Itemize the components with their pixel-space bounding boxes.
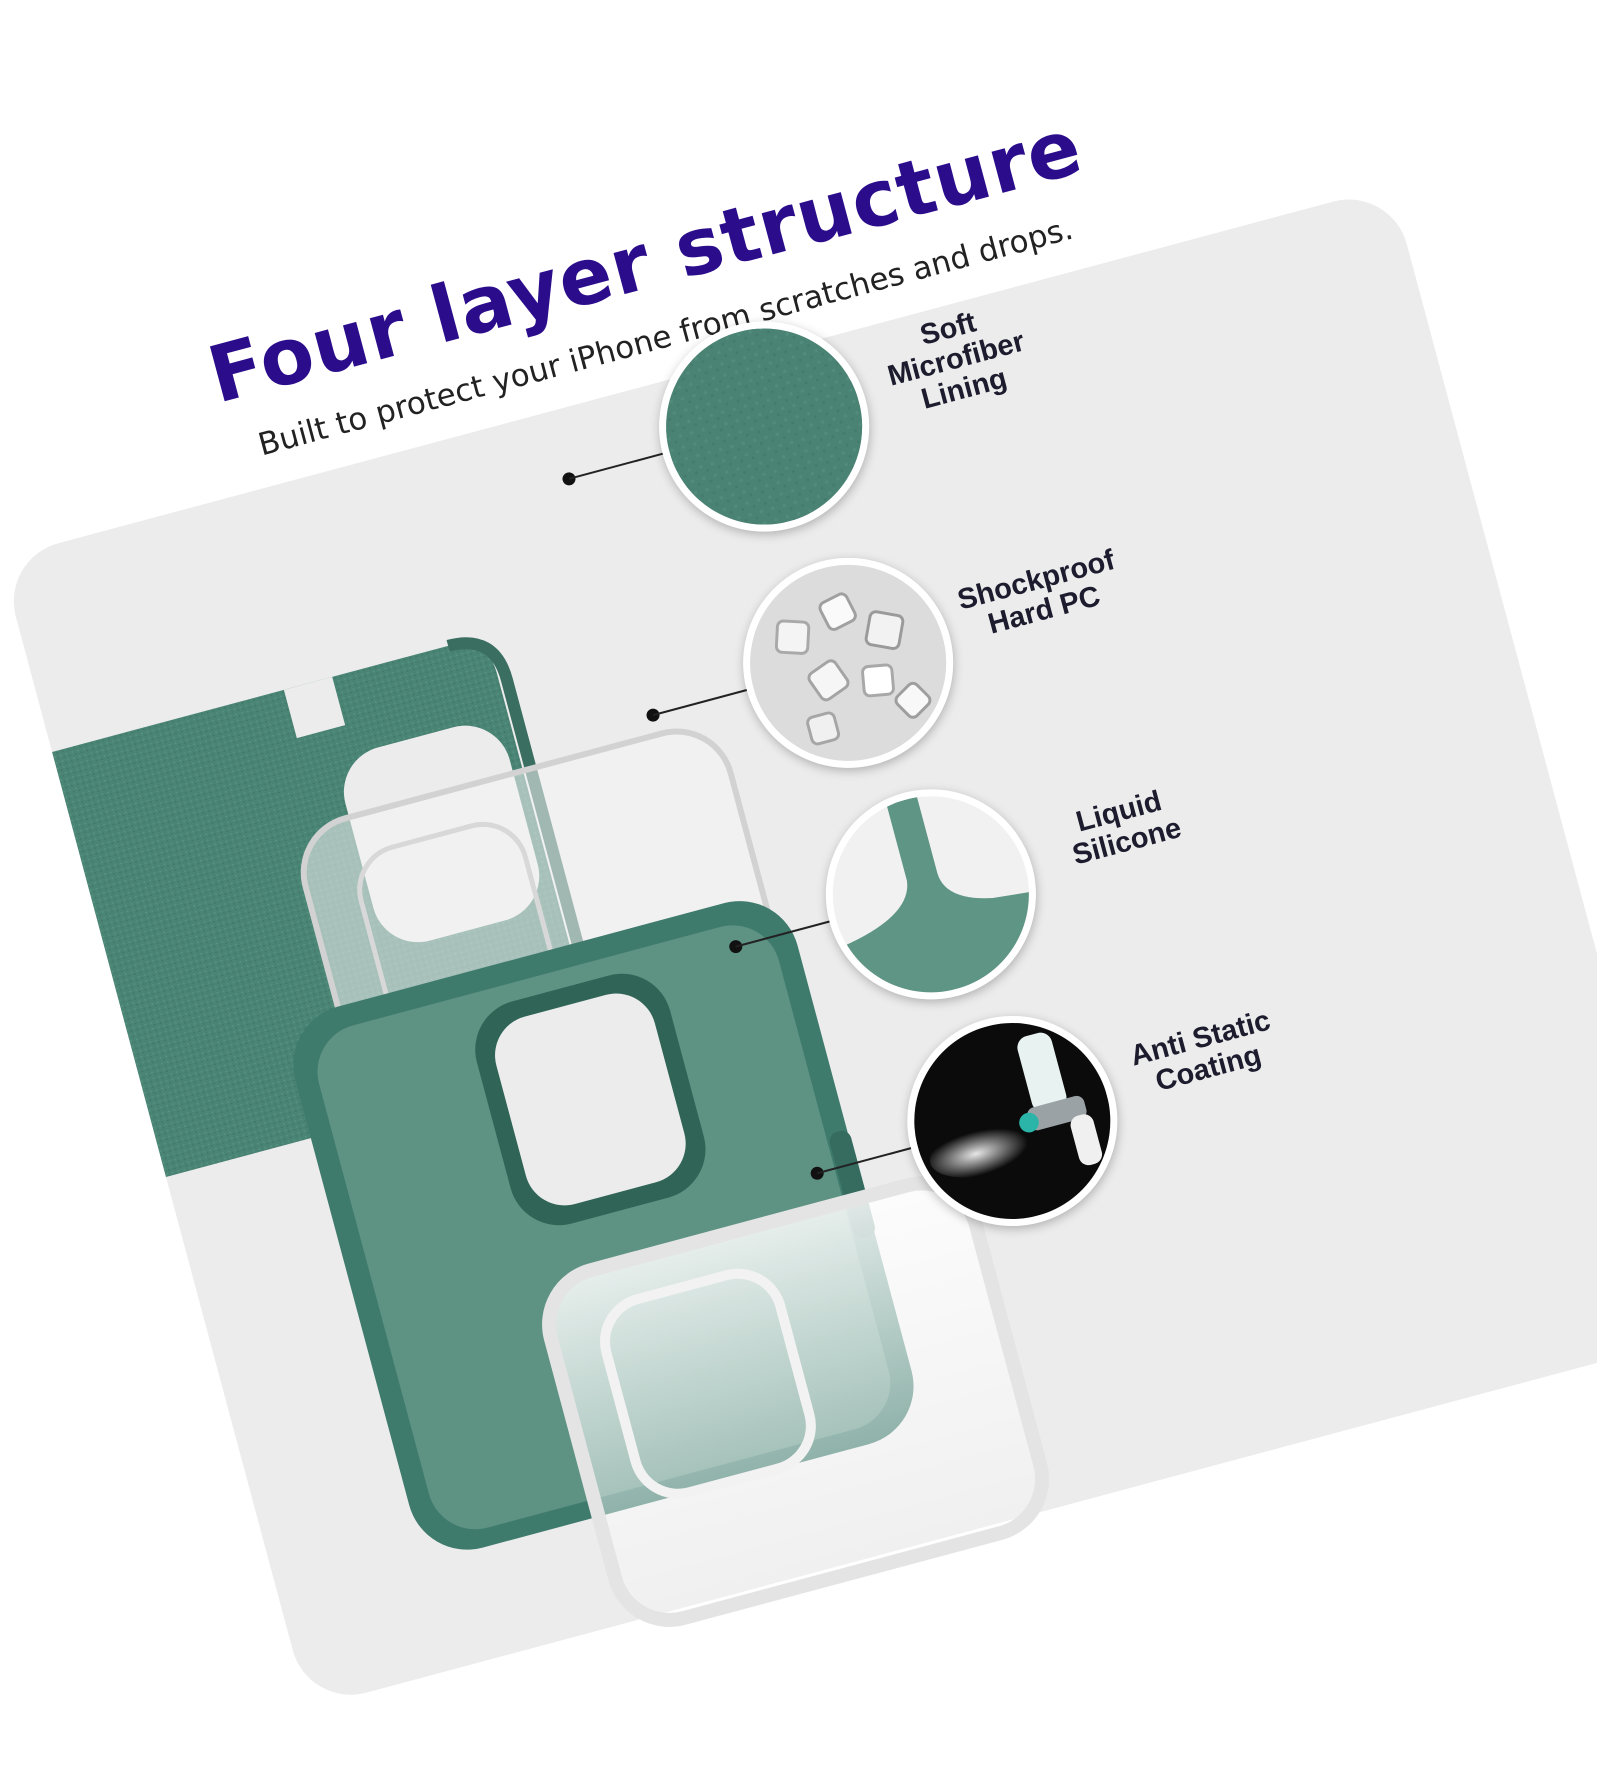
feature-liquid-silicone: Liquid Silicone — [0, 0, 1363, 1023]
feature-soft-microfiber: Soft Microfiber Lining — [0, 0, 1363, 556]
liquid-silicone-swatch-icon — [802, 765, 1060, 1023]
anti-static-coating-layer — [542, 1176, 1050, 1627]
feature-anti-static: Anti Static Coating — [0, 0, 1363, 1250]
microfiber-swatch-icon — [635, 297, 893, 556]
feature-shockproof-pc: Shockproof Hard PC — [0, 0, 1363, 792]
pc-pellets-swatch-icon — [719, 534, 977, 792]
spray-gun-swatch-icon — [883, 992, 1141, 1250]
